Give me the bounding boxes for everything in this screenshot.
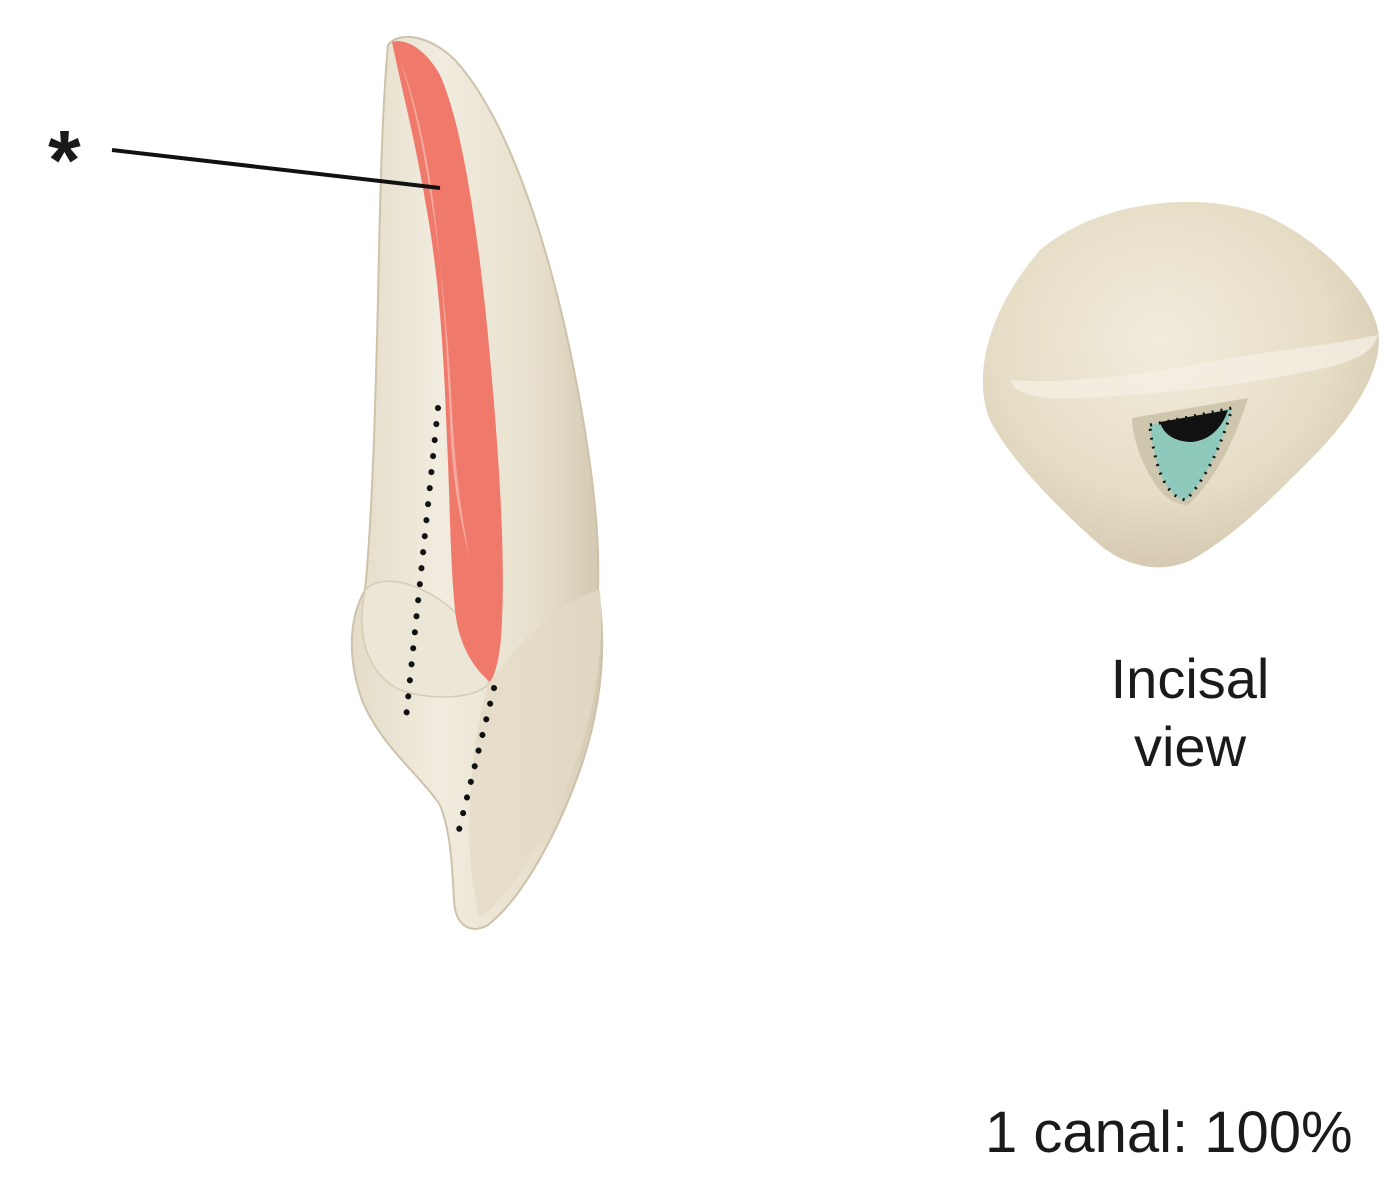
- canal-opening: [1160, 410, 1228, 442]
- asterisk-marker: *: [48, 113, 81, 207]
- leader-line: [111, 148, 441, 190]
- tooth-cingulum: [361, 580, 489, 698]
- caption-line-2: view: [1133, 715, 1247, 778]
- pulp-highlight: [400, 60, 470, 560]
- dotted-line-right: [453, 685, 497, 845]
- canal-statistic: 1 canal: 100%: [985, 1100, 1353, 1165]
- caption-line-1: Incisal: [1110, 647, 1270, 710]
- tooth-incisal-view: [982, 201, 1379, 568]
- tooth-crown-surface: [469, 590, 602, 918]
- incisal-ridge: [1010, 335, 1378, 399]
- incisal-view-caption: Incisal view: [1070, 645, 1310, 781]
- dotted-line-left: [402, 405, 441, 731]
- tooth-lateral-view: [350, 35, 604, 930]
